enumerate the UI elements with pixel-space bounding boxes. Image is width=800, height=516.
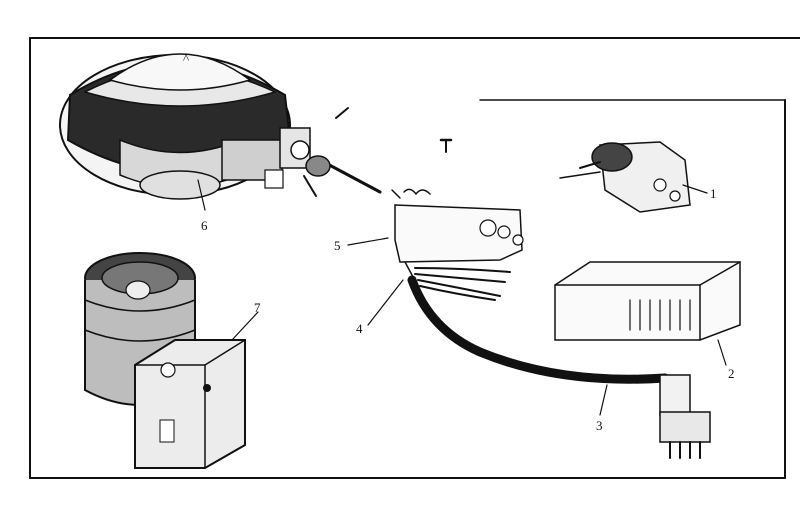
callout-3: 3 [596, 418, 603, 433]
screw [439, 138, 453, 153]
part-7-blower-assembly [84, 252, 246, 469]
part-2-control-box [554, 261, 741, 341]
leader-6 [197, 179, 206, 211]
leader-3 [599, 384, 608, 416]
igniter-electrode [303, 107, 401, 199]
callout-2: 2 [728, 366, 735, 381]
callout-6: 6 [201, 218, 208, 233]
callout-labels: 1 2 3 4 5 6 7 [201, 186, 735, 433]
part-4-wire-leads [414, 267, 511, 301]
leader-7 [231, 311, 259, 341]
callout-1: 1 [710, 186, 717, 201]
vent-slots [629, 299, 691, 331]
callout-5: 5 [334, 238, 341, 253]
svg-text:^: ^ [183, 51, 189, 66]
leader-2 [717, 339, 727, 366]
part-3-harness-cable [407, 275, 711, 459]
leader-5 [347, 237, 389, 246]
leader-lines [197, 179, 727, 416]
callout-7: 7 [254, 300, 261, 315]
leader-1 [682, 184, 708, 194]
part-1-valve [559, 141, 691, 213]
part-5-terminal-plate [394, 188, 524, 291]
part-6-burner-dome: ^ [59, 51, 311, 200]
callout-4: 4 [356, 321, 363, 336]
leader-4 [367, 279, 404, 326]
diagram-frame [29, 37, 800, 479]
